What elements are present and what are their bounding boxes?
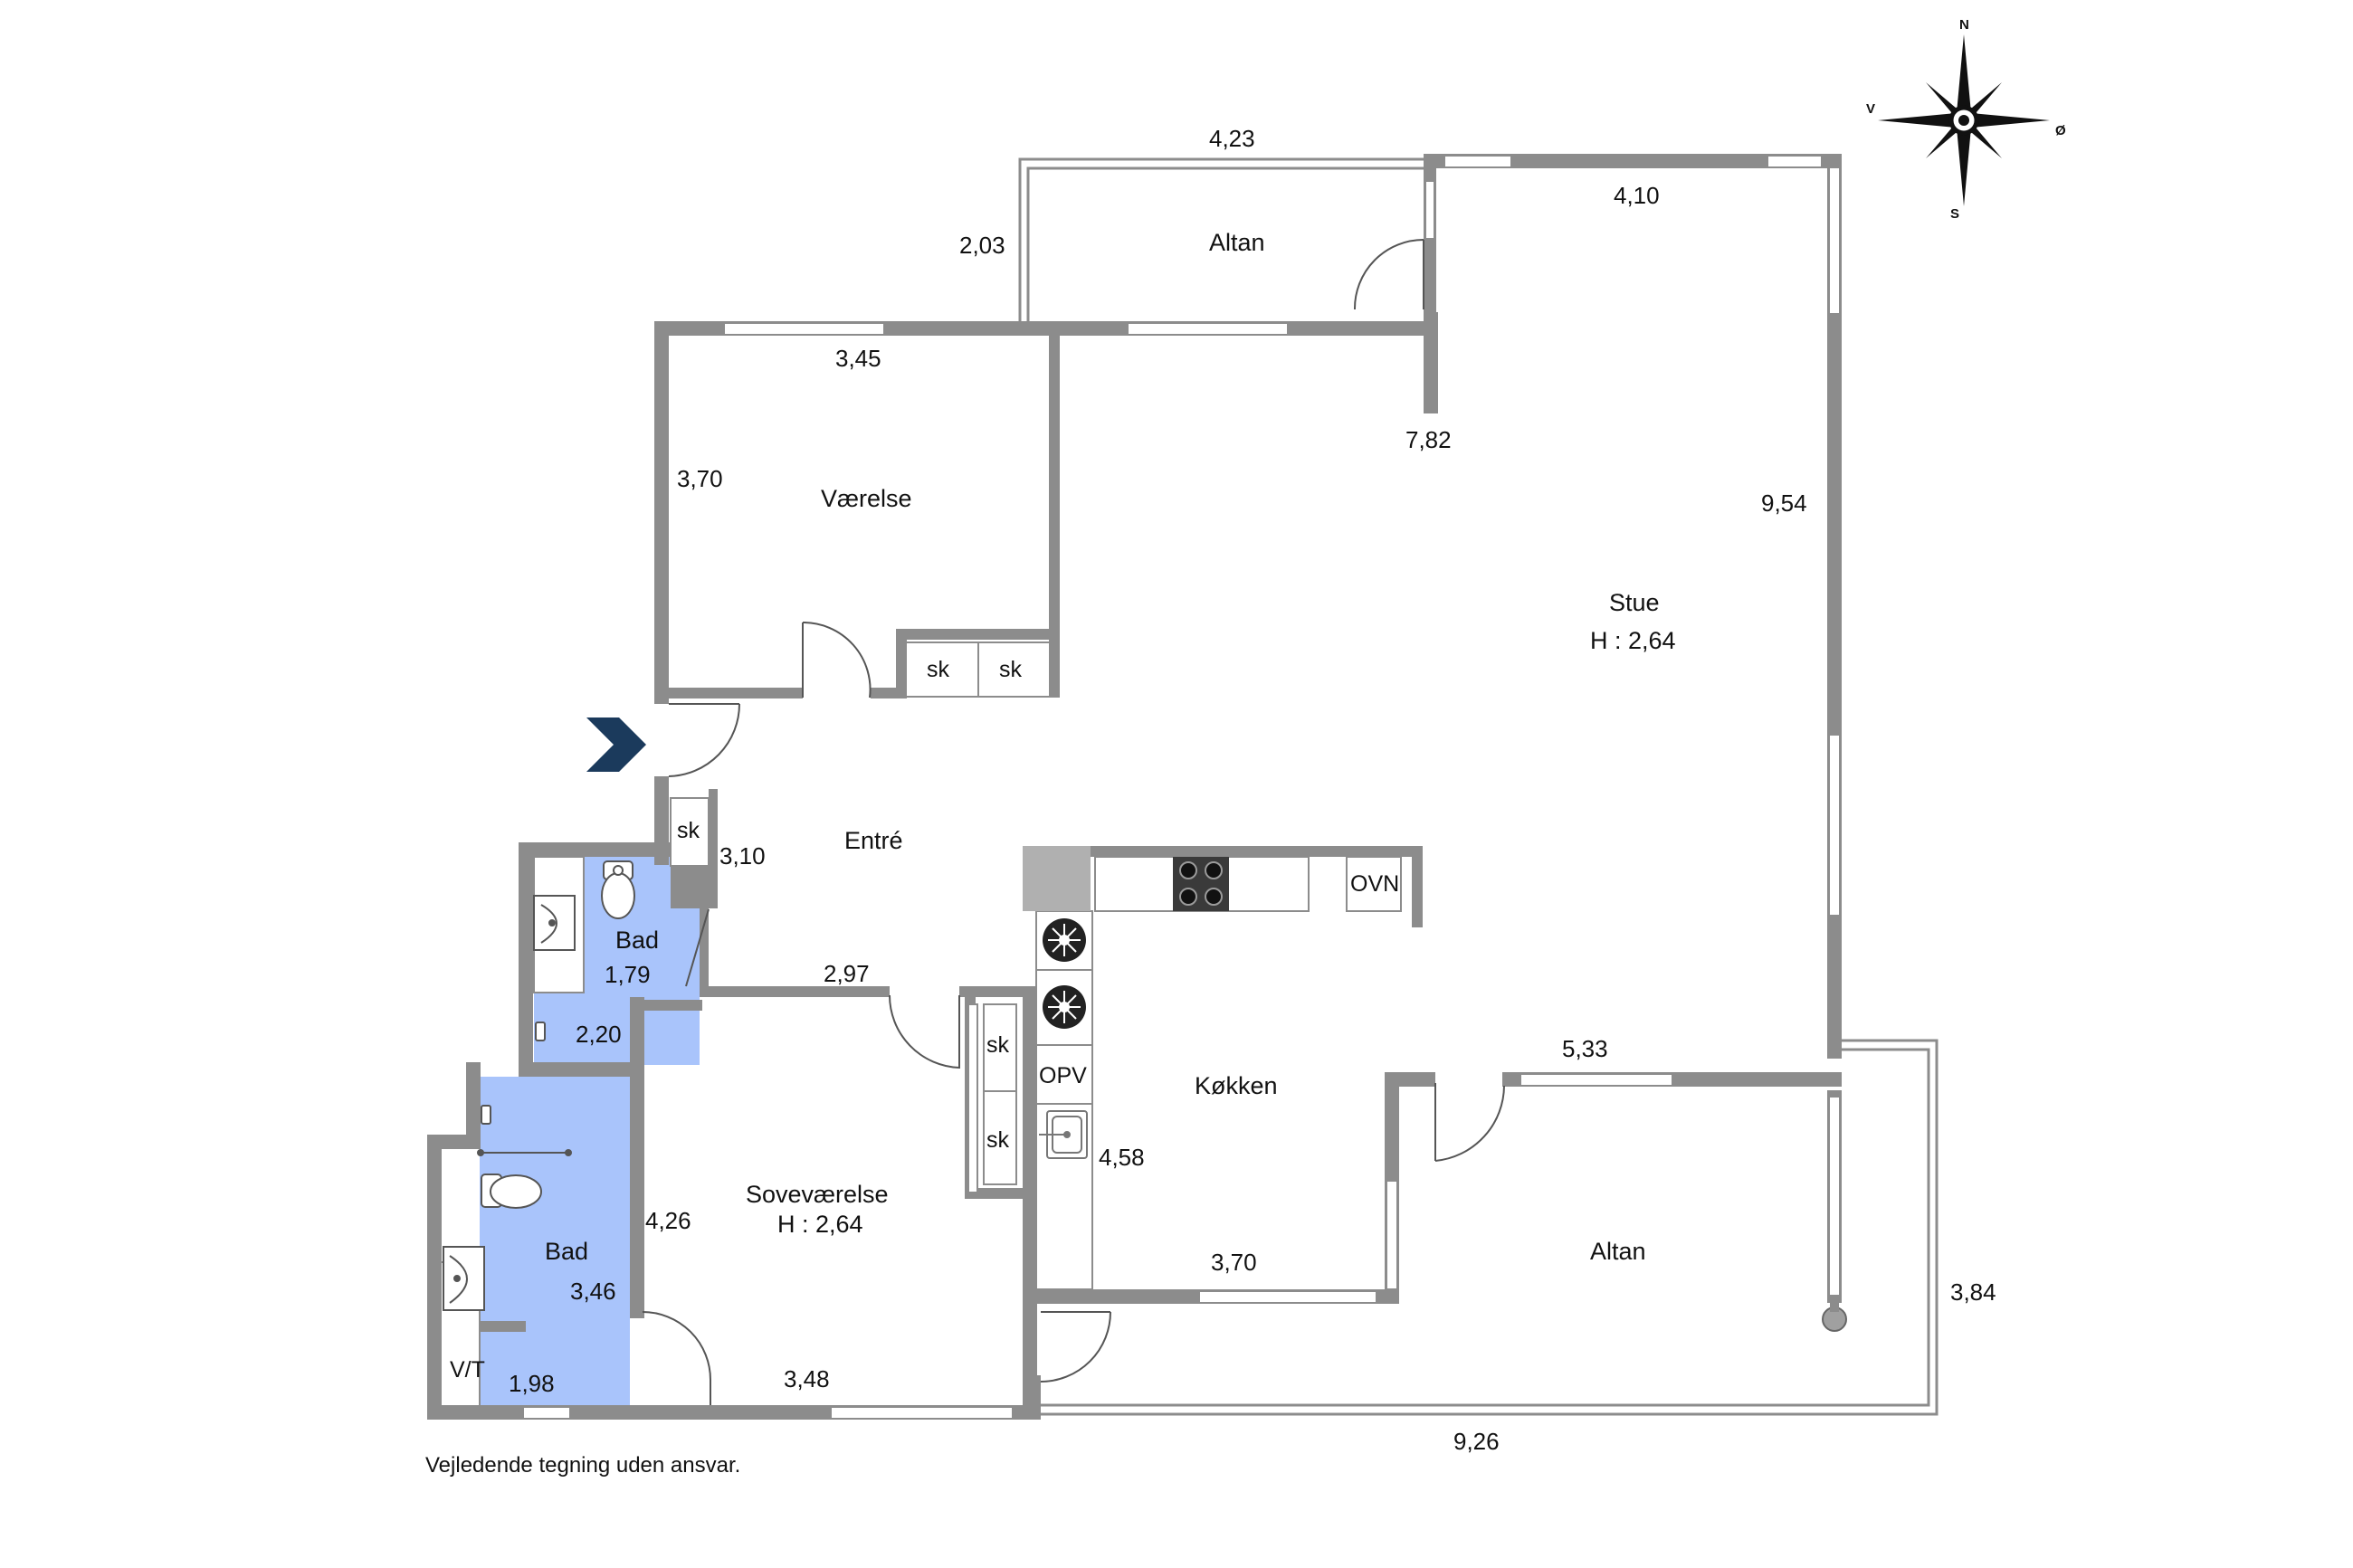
room-altan-right: Altan <box>1590 1238 1646 1265</box>
label-sk-vaerelse-2: sk <box>999 657 1023 682</box>
dim-1-79: 1,79 <box>605 961 651 988</box>
compass-north: N <box>1959 17 1969 33</box>
room-bad-small: Bad <box>615 927 659 954</box>
dim-4-58: 4,58 <box>1099 1144 1145 1171</box>
dim-3-70-vaerelse: 3,70 <box>677 465 723 492</box>
bath-large-fill <box>480 1077 630 1405</box>
toilet-icon <box>601 860 635 919</box>
doors <box>642 239 1505 1405</box>
dim-9-26: 9,26 <box>1453 1428 1500 1455</box>
dim-3-48: 3,48 <box>784 1365 830 1392</box>
balcony-right-outline <box>1041 1039 1939 1416</box>
balcony-top-outline <box>1018 157 1424 323</box>
label-sk-entre: sk <box>677 818 700 843</box>
compass-east: Ø <box>2055 123 2066 138</box>
room-sovevaerelse-height: H : 2,64 <box>777 1211 863 1238</box>
cooktop <box>1173 857 1229 911</box>
room-bad-large: Bad <box>545 1238 588 1265</box>
dim-3-46: 3,46 <box>570 1278 616 1305</box>
dim-7-82: 7,82 <box>1405 426 1452 453</box>
room-sovevaerelse: Soveværelse <box>746 1181 889 1208</box>
dim-9-54: 9,54 <box>1761 489 1807 517</box>
room-entre: Entré <box>844 827 903 854</box>
dim-4-26: 4,26 <box>645 1207 691 1234</box>
compass-south: S <box>1950 206 1959 222</box>
label-sk-vaerelse-1: sk <box>927 657 950 682</box>
windows <box>522 155 1841 1420</box>
label-ovn: OVN <box>1350 871 1399 897</box>
dim-1-98: 1,98 <box>509 1370 555 1397</box>
dim-2-03: 2,03 <box>959 232 1005 259</box>
dim-2-97: 2,97 <box>824 960 870 987</box>
label-opv: OPV <box>1039 1063 1087 1088</box>
label-sk-sove-1: sk <box>986 1032 1010 1058</box>
compass-rose-icon: N S V Ø <box>1866 17 2066 222</box>
washbasin-icon <box>443 1246 485 1311</box>
kitchen-sink-icon <box>1039 1110 1088 1159</box>
room-altan-top: Altan <box>1209 229 1265 256</box>
footer-disclaimer: Vejledende tegning uden ansvar. <box>425 1453 740 1478</box>
shower-icon <box>477 1022 572 1156</box>
entry-arrow-icon <box>586 717 646 772</box>
walls <box>427 154 1842 1420</box>
room-stue-height: H : 2,64 <box>1590 627 1676 654</box>
fan-appliance-icon <box>1035 910 1093 1105</box>
toilet-icon <box>481 1174 542 1209</box>
room-stue: Stue <box>1609 589 1660 616</box>
dim-3-70-kokken: 3,70 <box>1211 1249 1257 1276</box>
column-stub <box>1830 1296 1839 1312</box>
compass-west: V <box>1866 101 1875 117</box>
room-kokken: Køkken <box>1195 1072 1278 1099</box>
dim-4-23: 4,23 <box>1209 125 1255 152</box>
room-vaerelse: Værelse <box>821 485 912 512</box>
label-vt: V/T <box>450 1357 485 1383</box>
dim-3-10: 3,10 <box>719 842 766 870</box>
dim-3-45: 3,45 <box>835 345 881 372</box>
dim-4-10: 4,10 <box>1614 182 1660 209</box>
dim-5-33: 5,33 <box>1562 1035 1608 1062</box>
dim-2-20: 2,20 <box>576 1021 622 1048</box>
dim-3-84: 3,84 <box>1950 1278 1996 1306</box>
washbasin-icon <box>533 895 576 951</box>
label-sk-sove-2: sk <box>986 1127 1010 1153</box>
